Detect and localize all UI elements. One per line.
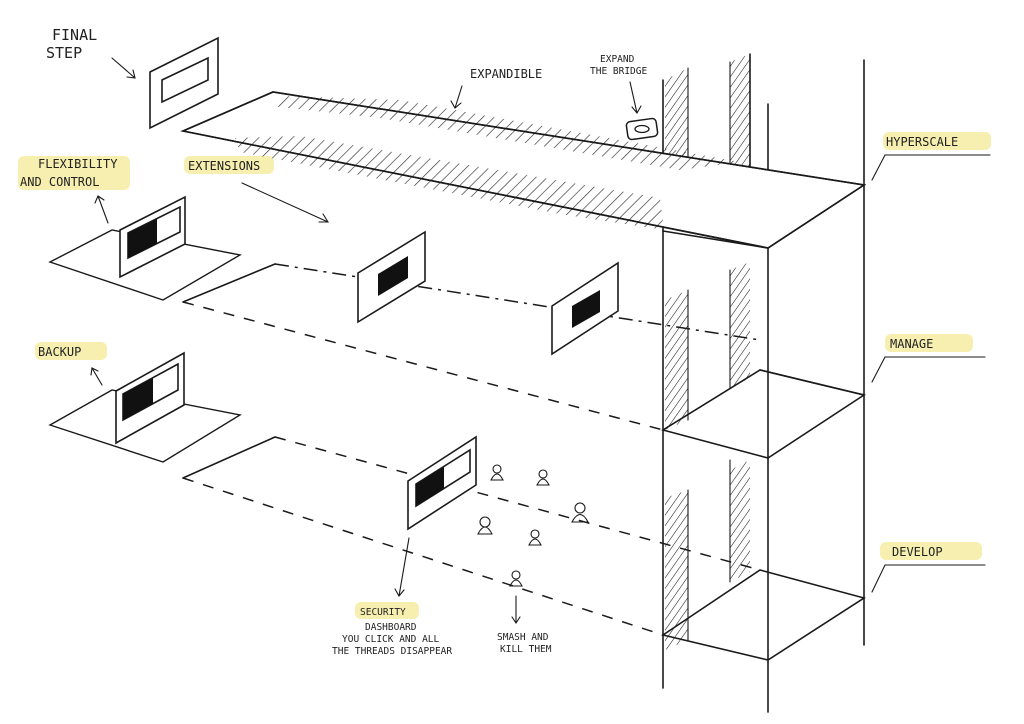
label-leaders bbox=[871, 154, 991, 593]
backup-panel[interactable] bbox=[115, 351, 185, 445]
floor-develop bbox=[182, 436, 866, 661]
thread-figure-icon bbox=[490, 464, 504, 481]
extensions-label: EXTENSIONS bbox=[188, 159, 260, 173]
bridge-top bbox=[180, 91, 867, 249]
flexibility-label-line1: FLEXIBILITY bbox=[38, 157, 118, 171]
security-panel[interactable] bbox=[407, 435, 477, 531]
develop-label: DEVELOP bbox=[892, 545, 943, 559]
final-step-label-line1: FINAL bbox=[52, 26, 97, 44]
hyperscale-label: HYPERSCALE bbox=[886, 135, 958, 149]
expand-bridge-button[interactable] bbox=[625, 117, 659, 141]
security-note-line3: THE THREADS DISAPPEAR bbox=[332, 646, 452, 657]
final-step-label-line2: STEP bbox=[46, 44, 82, 62]
backup-label: BACKUP bbox=[38, 345, 81, 359]
tower-structure bbox=[662, 53, 865, 713]
floor-manage bbox=[182, 263, 866, 459]
label-highlights bbox=[18, 132, 991, 619]
security-note-line1: DASHBOARD bbox=[365, 622, 417, 633]
thread-figure-icon bbox=[528, 529, 542, 546]
annotation-arrows bbox=[90, 57, 642, 624]
expandible-label: EXPANDIBLE bbox=[470, 67, 542, 81]
thread-figure-icon bbox=[509, 570, 523, 587]
flexibility-panel[interactable] bbox=[119, 195, 186, 279]
thread-figures bbox=[477, 464, 589, 587]
expand-bridge-label-line1: EXPAND bbox=[600, 54, 635, 65]
expand-bridge-label-line2: THE BRIDGE bbox=[590, 66, 647, 77]
extension-panel-1[interactable] bbox=[357, 230, 426, 324]
security-note-line2: YOU CLICK AND ALL bbox=[342, 634, 440, 645]
text-labels: FINAL STEP EXPANDIBLE EXPAND THE BRIDGE … bbox=[20, 26, 958, 657]
smash-label-line1: SMASH AND bbox=[497, 632, 549, 643]
smash-label-line2: KILL THEM bbox=[500, 644, 552, 655]
security-label: SECURITY bbox=[360, 607, 406, 618]
final-step-panel[interactable] bbox=[149, 36, 219, 130]
manage-label: MANAGE bbox=[890, 337, 933, 351]
thread-figure-icon bbox=[571, 502, 589, 523]
flexibility-label-line2: AND CONTROL bbox=[20, 175, 99, 189]
thread-figure-icon bbox=[536, 469, 550, 486]
extension-panel-2[interactable] bbox=[551, 261, 619, 356]
thread-figure-icon bbox=[477, 516, 493, 535]
